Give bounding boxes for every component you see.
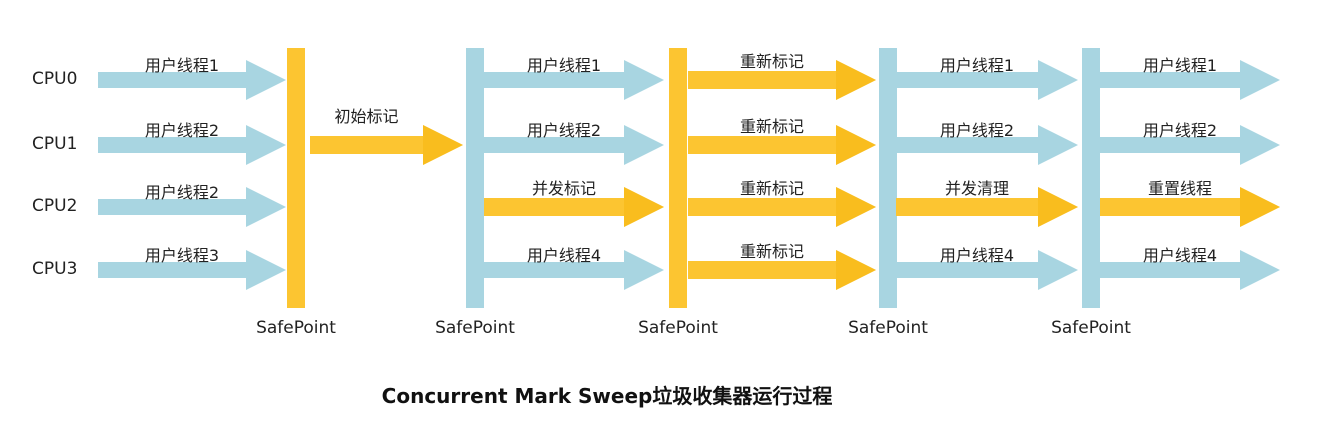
phase-arrow-head [423, 125, 463, 165]
phase-arrow [688, 125, 876, 165]
user-thread-arrow [1100, 250, 1280, 290]
user-thread-arrow [484, 250, 664, 290]
arrow-label: 初始标记 [334, 107, 399, 126]
diagram-caption: Concurrent Mark Sweep垃圾收集器运行过程 [381, 384, 833, 408]
safepoint-bar [287, 48, 305, 308]
safepoint-bar [466, 48, 484, 308]
user-thread-arrow [98, 125, 286, 165]
arrow-label: 用户线程3 [144, 246, 220, 265]
arrow-label: 用户线程1 [939, 56, 1015, 75]
user-thread-arrow [1100, 60, 1280, 100]
phase-arrow [896, 187, 1078, 227]
cpu-label: CPU1 [32, 134, 78, 154]
user-thread-arrow [98, 60, 286, 100]
arrow-label: 用户线程1 [526, 56, 602, 75]
user-thread-arrow [896, 60, 1078, 100]
arrow-label: 用户线程2 [1142, 121, 1218, 140]
arrow-label: 并发清理 [944, 179, 1010, 198]
safepoint-bar [879, 48, 897, 308]
safepoint-bar [669, 48, 687, 308]
phase-arrow-head [1038, 187, 1078, 227]
user-thread-arrow [484, 60, 664, 100]
arrow-label: 重置线程 [1147, 179, 1213, 198]
safepoint-label: SafePoint [848, 318, 928, 338]
safepoint-label: SafePoint [638, 318, 718, 338]
arrow-label: 重新标记 [739, 179, 805, 198]
arrow-label: 重新标记 [739, 117, 805, 136]
cpu-label: CPU3 [32, 259, 78, 279]
arrow-label: 用户线程2 [144, 183, 220, 202]
arrow-label: 用户线程2 [939, 121, 1015, 140]
arrow-label: 重新标记 [739, 242, 805, 261]
cpu-label: CPU2 [32, 196, 78, 216]
safepoint-bar [1082, 48, 1100, 308]
phase-arrow [1100, 187, 1280, 227]
safepoint-label: SafePoint [435, 318, 515, 338]
arrow-label: 并发标记 [531, 179, 597, 198]
arrow-label: 用户线程4 [939, 246, 1015, 265]
phase-arrow-head [836, 125, 876, 165]
phase-arrow-head [836, 187, 876, 227]
phase-arrow-head [836, 60, 876, 100]
arrow-label: 用户线程1 [1142, 56, 1218, 75]
user-thread-arrow [98, 187, 286, 227]
phase-arrow-head [1240, 187, 1280, 227]
arrow-label: 用户线程4 [526, 246, 602, 265]
phase-arrow-head [624, 187, 664, 227]
user-thread-arrow [1100, 125, 1280, 165]
arrow-label: 重新标记 [739, 52, 805, 71]
arrow-label: 用户线程2 [526, 121, 602, 140]
phase-arrow-head [836, 250, 876, 290]
user-thread-arrow [896, 250, 1078, 290]
arrow-label: 用户线程4 [1142, 246, 1218, 265]
user-thread-arrow [484, 125, 664, 165]
cpu-label: CPU0 [32, 69, 78, 89]
phase-arrow [484, 187, 664, 227]
phase-arrow [688, 187, 876, 227]
arrow-label: 用户线程2 [144, 121, 220, 140]
safepoint-label: SafePoint [256, 318, 336, 338]
arrow-label: 用户线程1 [144, 56, 220, 75]
phase-arrow [688, 250, 876, 290]
user-thread-arrow [98, 250, 286, 290]
safepoint-label: SafePoint [1051, 318, 1131, 338]
phase-arrow [688, 60, 876, 100]
user-thread-arrow [896, 125, 1078, 165]
